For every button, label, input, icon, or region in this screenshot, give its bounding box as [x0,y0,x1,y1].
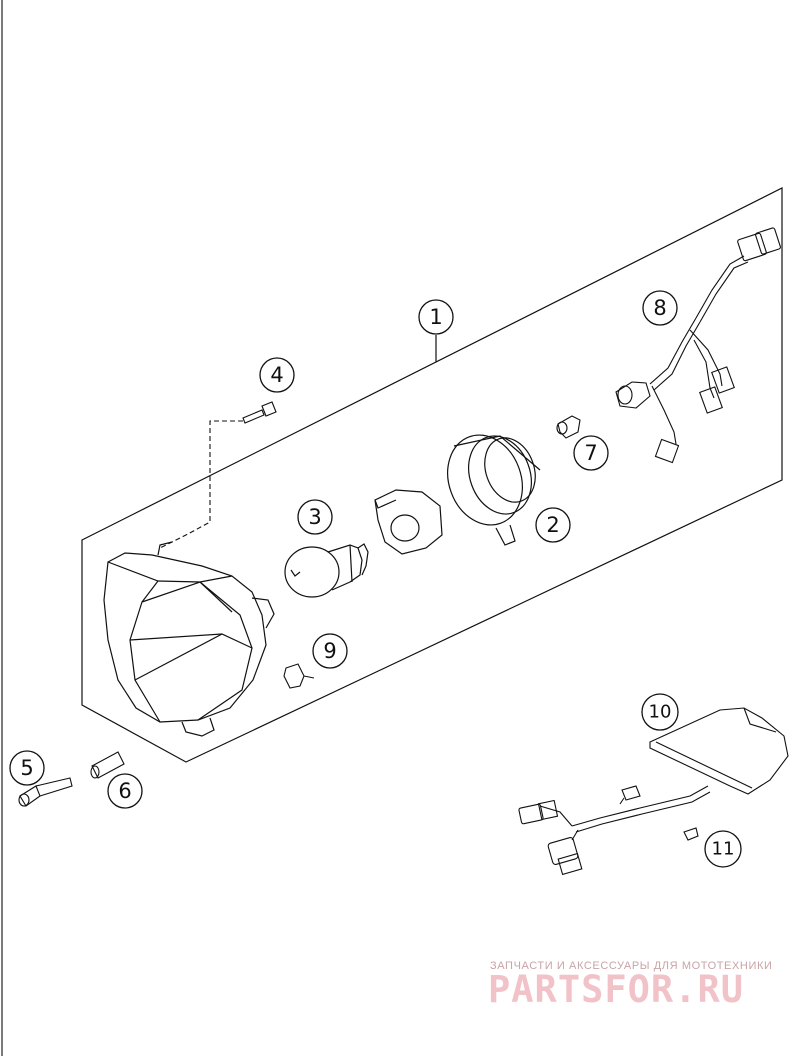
callout-7-label: 7 [584,441,597,465]
screw-4 [242,401,277,424]
callout-1-label: 1 [429,305,442,329]
callout-10-label: 10 [649,702,672,723]
callout-5-label: 5 [20,756,33,780]
watermark-logo: PARTSFOR.RU [488,968,745,1011]
callout-9-label: 9 [323,639,336,663]
tail-light-assembly [518,707,789,876]
parking-bulb [556,415,581,439]
callout-3-label: 3 [308,505,321,529]
screw-5 [18,777,73,807]
callout-2-label: 2 [546,513,559,537]
sleeve-6 [90,751,125,779]
callout-10: 10 [641,693,679,731]
adjuster-clip [283,663,315,689]
callout-11: 11 [704,830,742,868]
headlight-housing [103,541,275,737]
callout-6: 6 [107,773,143,809]
callout-6-label: 6 [118,779,131,803]
watermark-tagline: ЗАПЧАСТИ И АКСЕССУАРЫ ДЛЯ МОТОТЕХНИКИ [490,960,773,972]
callout-8: 8 [642,290,678,326]
callout-5: 5 [9,750,45,786]
screw-4-leader [159,420,243,549]
rubber-cap [447,434,541,546]
callout-4: 4 [259,357,295,393]
bulb-holder [374,489,443,555]
callout-11-label: 11 [712,839,735,860]
assembly-frame [81,187,783,763]
callout-7: 7 [573,435,609,471]
wiring-harness [615,227,781,464]
callout-3: 3 [297,499,333,535]
callout-9: 9 [312,633,348,669]
callout-2: 2 [535,507,571,543]
callout-1: 1 [418,299,454,335]
bulb [284,543,369,598]
callout-4-label: 4 [270,363,283,387]
callout-8-label: 8 [653,296,666,320]
